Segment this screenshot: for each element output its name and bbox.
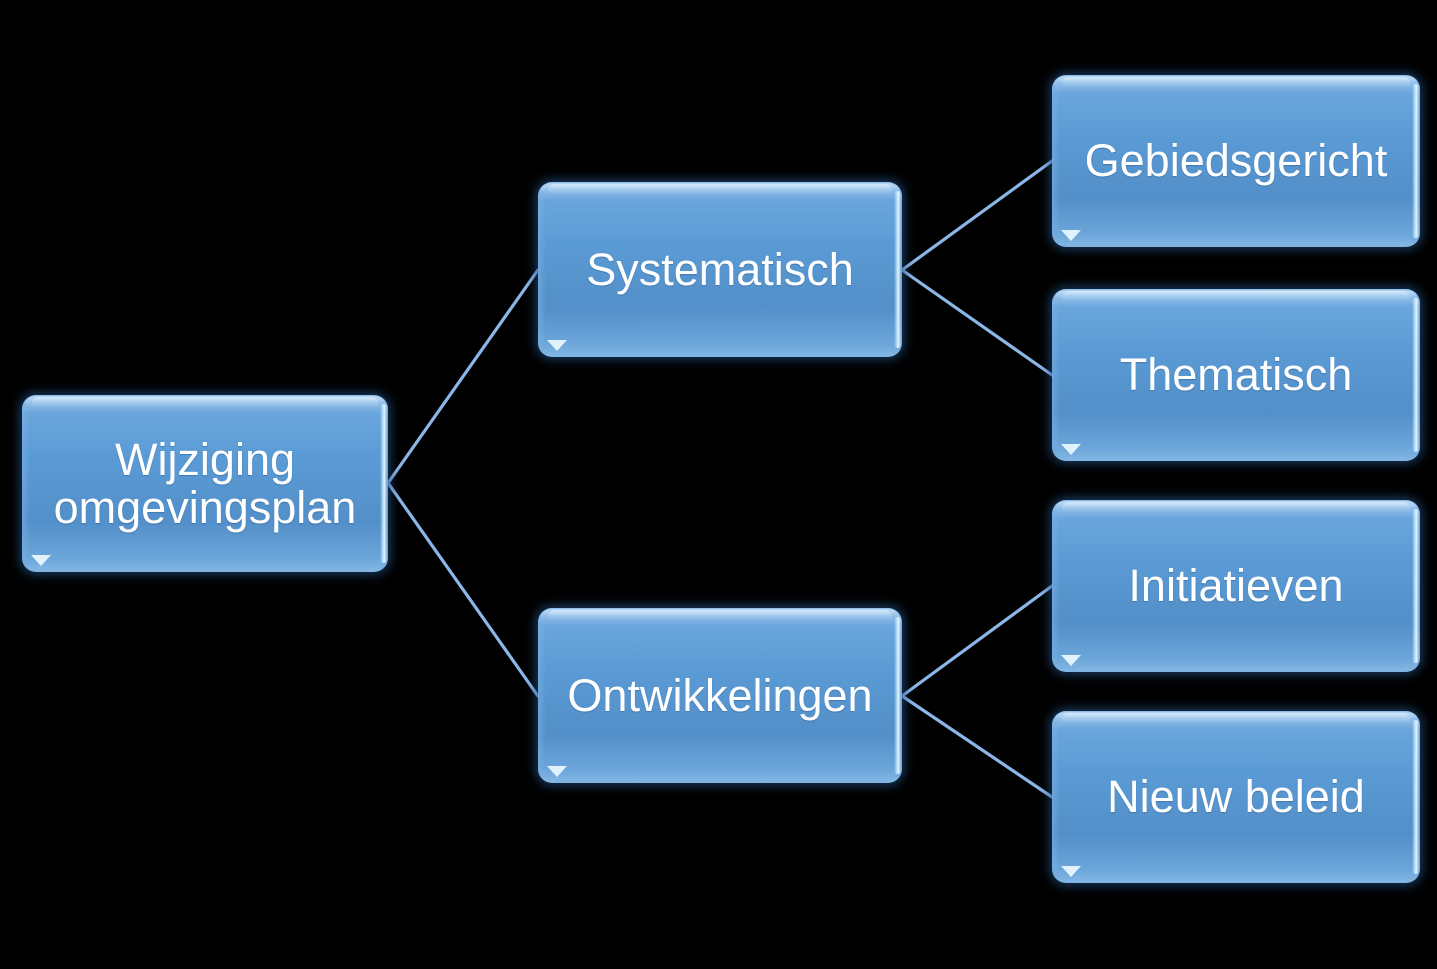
node-label: Ontwikkelingen <box>567 669 873 721</box>
node-left-bevel <box>1053 299 1060 451</box>
node-left-bevel <box>23 405 30 562</box>
node-label: Initiatieven <box>1128 560 1344 612</box>
node-top-bevel <box>1062 713 1410 723</box>
node-left-bevel <box>1053 85 1060 237</box>
node-initiatieven[interactable]: Initiatieven <box>1052 500 1420 672</box>
node-top-bevel <box>1062 291 1410 301</box>
connector-root-to-systematisch <box>386 268 540 485</box>
node-label: Gebiedsgericht <box>1084 135 1388 187</box>
node-top-bevel <box>548 610 892 620</box>
node-right-bevel <box>1412 298 1419 452</box>
node-label: Wijziging omgevingsplan <box>53 434 357 533</box>
node-right-bevel <box>1412 84 1419 238</box>
node-systematisch[interactable]: Systematisch <box>538 182 902 357</box>
connector-ontwikkelingen-to-nieuwbeleid <box>900 694 1054 799</box>
connector-root-to-ontwikkelingen <box>386 481 540 698</box>
node-right-bevel <box>894 191 901 348</box>
node-label: Systematisch <box>586 243 854 295</box>
connector-systematisch-to-thematisch <box>900 268 1054 377</box>
connector-ontwikkelingen-to-initiatieven <box>900 584 1054 698</box>
node-nieuw-beleid[interactable]: Nieuw beleid <box>1052 711 1420 883</box>
node-corner-nub-icon <box>1061 866 1081 877</box>
node-ontwikkelingen[interactable]: Ontwikkelingen <box>538 608 902 783</box>
node-corner-nub-icon <box>547 340 567 351</box>
node-corner-nub-icon <box>1061 230 1081 241</box>
node-right-bevel <box>380 404 387 563</box>
node-right-bevel <box>1412 509 1419 663</box>
node-top-bevel <box>32 397 378 407</box>
node-top-bevel <box>1062 77 1410 87</box>
node-left-bevel <box>539 192 546 347</box>
node-label: Thematisch <box>1119 349 1353 401</box>
node-corner-nub-icon <box>1061 444 1081 455</box>
node-gebiedsgericht[interactable]: Gebiedsgericht <box>1052 75 1420 247</box>
node-label: Nieuw beleid <box>1107 771 1365 823</box>
node-corner-nub-icon <box>31 555 51 566</box>
node-corner-nub-icon <box>1061 655 1081 666</box>
connector-systematisch-to-gebiedsgericht <box>900 159 1054 272</box>
node-right-bevel <box>894 617 901 774</box>
node-right-bevel <box>1412 720 1419 874</box>
node-top-bevel <box>548 184 892 194</box>
node-left-bevel <box>539 618 546 773</box>
node-root-wijziging-omgevingsplan[interactable]: Wijziging omgevingsplan <box>22 395 388 572</box>
node-left-bevel <box>1053 510 1060 662</box>
node-top-bevel <box>1062 502 1410 512</box>
node-thematisch[interactable]: Thematisch <box>1052 289 1420 461</box>
node-left-bevel <box>1053 721 1060 873</box>
node-corner-nub-icon <box>547 766 567 777</box>
